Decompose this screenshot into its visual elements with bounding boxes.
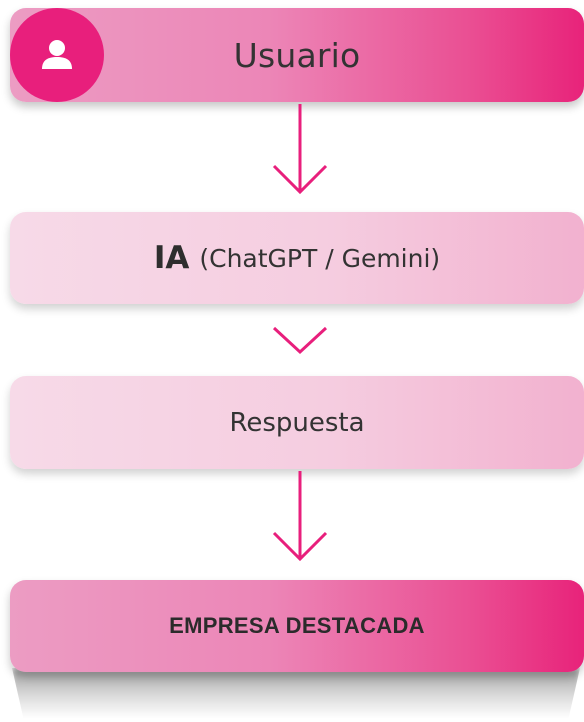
usuario-node: Usuario — [10, 8, 584, 102]
empresa-node: EMPRESA DESTACADA — [10, 580, 584, 672]
ia-label-strong: IA — [153, 240, 190, 276]
arrow-down-icon — [272, 104, 328, 195]
empresa-label: EMPRESA DESTACADA — [169, 613, 425, 638]
respuesta-label: Respuesta — [229, 407, 365, 438]
base-shadow — [12, 668, 580, 718]
user-avatar — [10, 8, 104, 102]
ia-node: IA (ChatGPT / Gemini) — [10, 212, 584, 304]
respuesta-node: Respuesta — [10, 376, 584, 469]
chevron-down-icon — [272, 326, 328, 355]
user-icon — [42, 40, 72, 69]
ia-label-rest: (ChatGPT / Gemini) — [199, 243, 441, 273]
usuario-label: Usuario — [233, 35, 361, 75]
arrow-down-icon — [272, 471, 328, 562]
